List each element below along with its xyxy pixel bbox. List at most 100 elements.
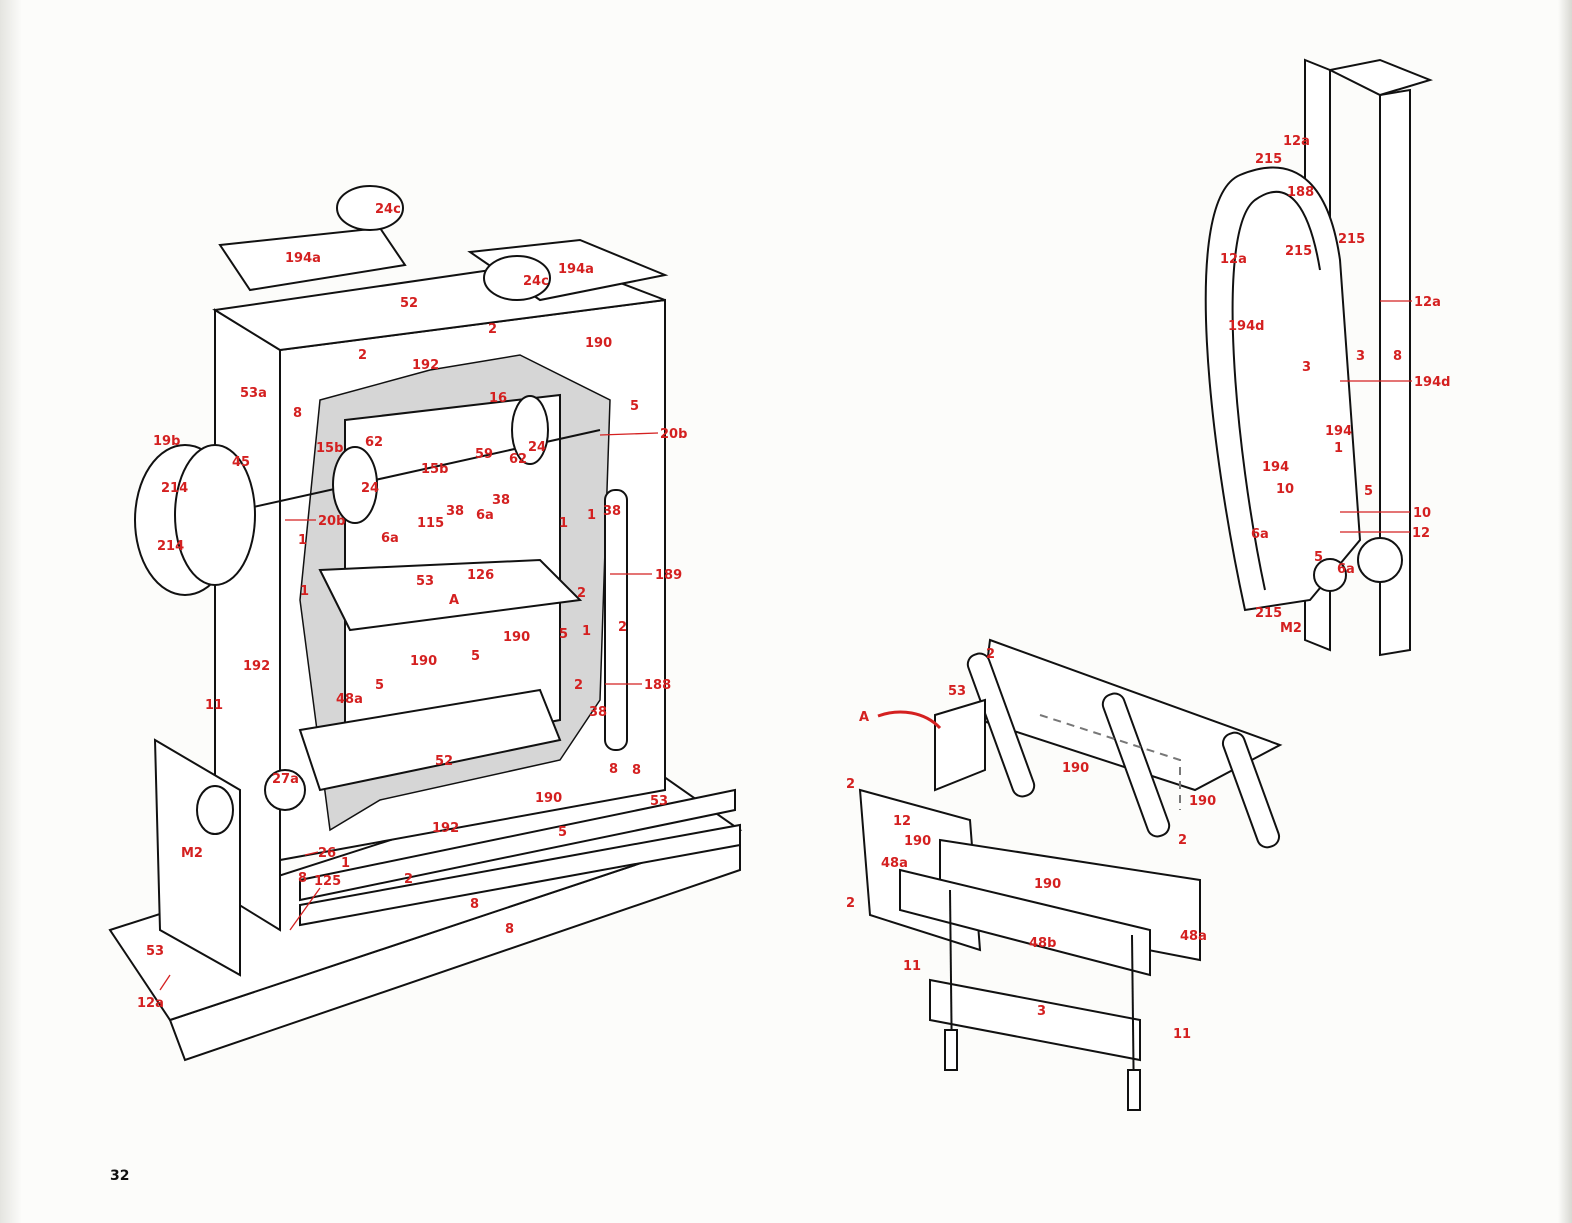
part-label: 188 [1287, 185, 1314, 200]
hidden-edge [1039, 714, 1181, 810]
angle-girder-8-b [299, 823, 741, 927]
part-label: 2 [404, 872, 413, 887]
part-label: 6a [476, 508, 494, 523]
bush-wheel-24 [511, 395, 549, 465]
part-label: 8 [470, 897, 479, 912]
part-label: 2 [846, 896, 855, 911]
part-label: 3 [1356, 349, 1365, 364]
part-label: 1 [341, 856, 350, 871]
strip-189 [604, 489, 628, 751]
part-label: 8 [298, 871, 307, 886]
part-label: 190 [1189, 794, 1216, 809]
part-label: 12a [137, 996, 164, 1011]
part-label: 1 [582, 624, 591, 639]
part-label: 12a [1283, 134, 1310, 149]
part-label: 2 [986, 647, 995, 662]
screw-left [944, 1029, 958, 1071]
bush-wheel-62 [332, 446, 378, 524]
part-label: 1 [587, 508, 596, 523]
flat-plate-194a-left [218, 226, 407, 292]
tray-plate-53 [318, 558, 583, 632]
part-label: 1 [559, 516, 568, 531]
part-label: 189 [655, 568, 682, 583]
gear-tower [1357, 537, 1403, 583]
part-label: 12 [1412, 526, 1430, 541]
part-label: 190 [1034, 877, 1061, 892]
part-label: 24c [375, 202, 401, 217]
part-label: 15b [421, 462, 448, 477]
part-label: 194a [285, 251, 321, 266]
part-label: 48a [336, 692, 363, 707]
part-label: 194d [1414, 375, 1450, 390]
part-label: 2 [358, 348, 367, 363]
part-label: 10 [1413, 506, 1431, 521]
tower-girder-right [1379, 88, 1411, 657]
tower-drawing [1204, 58, 1434, 657]
part-label: 48a [881, 856, 908, 871]
double-bracket-3 [929, 978, 1141, 1062]
part-label: 62 [509, 452, 527, 467]
part-label: 192 [432, 821, 459, 836]
part-label: 190 [585, 336, 612, 351]
part-label: 2 [846, 777, 855, 792]
part-label: 53 [146, 944, 164, 959]
part-label: 20b [660, 427, 687, 442]
part-label: 15b [316, 441, 343, 456]
part-label: 125 [314, 874, 341, 889]
part-label: 5 [558, 825, 567, 840]
part-label: 2 [1178, 833, 1187, 848]
part-label: 11 [1173, 1027, 1191, 1042]
part-label: 8 [1393, 349, 1402, 364]
page-number: 32 [110, 1168, 130, 1184]
binding-gutter [0, 0, 22, 1223]
curved-strip-194d [1204, 166, 1362, 612]
part-label: 5 [471, 649, 480, 664]
part-label: 24c [523, 274, 549, 289]
strip-48b [899, 868, 1151, 977]
angle-girder-8 [299, 788, 736, 902]
part-label: 126 [467, 568, 494, 583]
part-label: 8 [293, 406, 302, 421]
part-label: 59 [475, 447, 493, 462]
part-label: 38 [603, 504, 621, 519]
part-label: 5 [559, 627, 568, 642]
curved-strip-inner [1231, 190, 1321, 591]
part-label: 194a [558, 262, 594, 277]
part-label: 38 [492, 493, 510, 508]
part-label: 214 [157, 539, 184, 554]
part-label: 53a [240, 386, 267, 401]
part-label: A [859, 710, 869, 725]
part-label: 12a [1414, 295, 1441, 310]
part-label: 45 [232, 455, 250, 470]
part-label: 8 [632, 763, 641, 778]
part-label: 27a [272, 772, 299, 787]
part-label: 11 [903, 959, 921, 974]
part-label: 1 [298, 533, 307, 548]
part-label: 190 [535, 791, 562, 806]
carriage-drawing [858, 638, 1283, 1111]
flanged-wheel-19b [174, 444, 256, 586]
part-label: 53 [650, 794, 668, 809]
part-label: 52 [400, 296, 418, 311]
part-label: 6a [381, 531, 399, 546]
part-label: M2 [1280, 621, 1302, 636]
part-label: 190 [1062, 761, 1089, 776]
part-label: 12a [1220, 252, 1247, 267]
leader-line [289, 887, 321, 931]
page-edge [1558, 0, 1572, 1223]
part-label: 5 [375, 678, 384, 693]
part-label: 214 [161, 481, 188, 496]
part-label: 19b [153, 434, 180, 449]
part-label: 11 [205, 698, 223, 713]
part-label: 194 [1262, 460, 1289, 475]
main-labels: 24c 194a 194a 24c 52 2 2 192 190 53a 8 1… [137, 202, 687, 1011]
part-label: 5 [630, 399, 639, 414]
part-label: 53 [948, 684, 966, 699]
arrow-a [877, 710, 942, 730]
tray-plate-52 [298, 688, 562, 792]
tower-top-plate [1326, 58, 1434, 97]
part-label: 6a [1337, 562, 1355, 577]
part-label: 115 [417, 516, 444, 531]
motor-pulley [196, 785, 234, 835]
